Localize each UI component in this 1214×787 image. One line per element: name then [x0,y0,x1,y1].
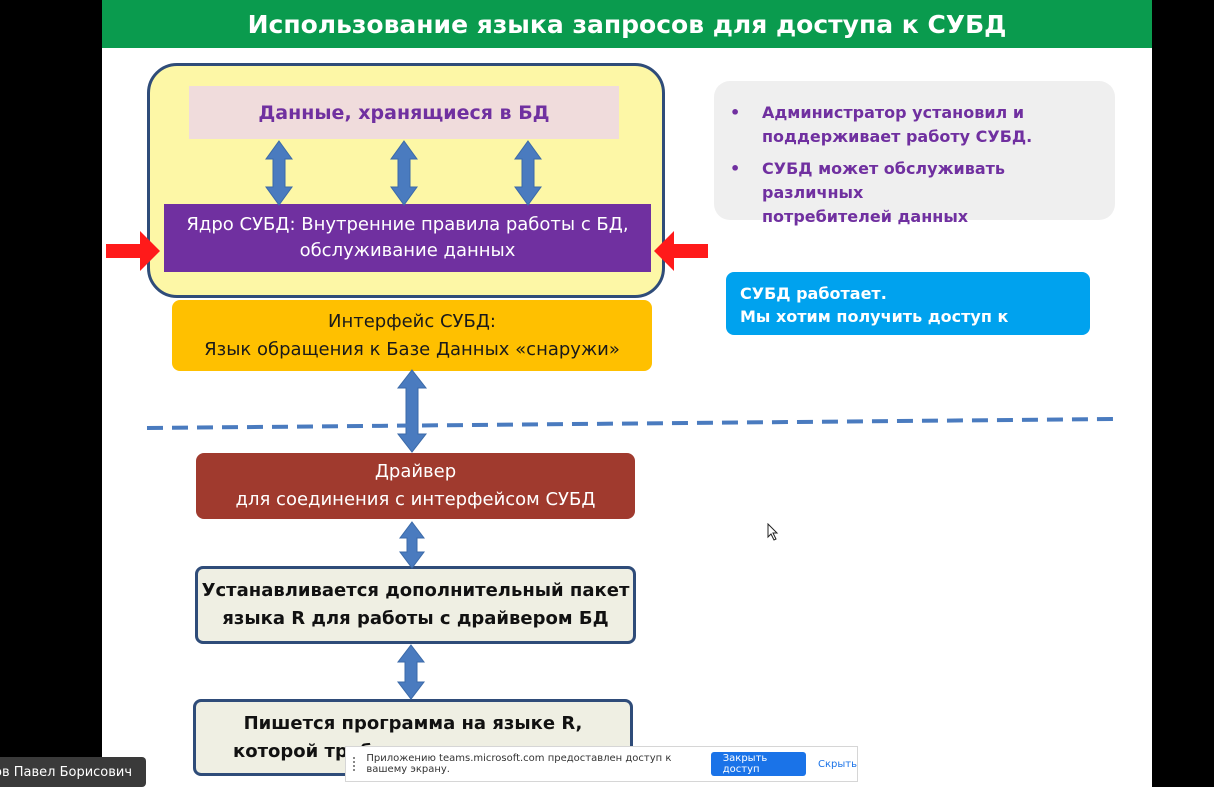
bullet-item: • Администратор установил и поддерживает… [730,101,1099,149]
bullet-1-line-1: Администратор установил и [762,103,1025,122]
bullet-item: • СУБД может обслуживать различных потре… [730,157,1099,229]
kernel-line-1: Ядро СУБД: Внутренние правила работы с Б… [186,214,629,235]
driver-line-1: Драйвер [374,461,457,482]
access-note-line-1: СУБД работает. [740,284,887,303]
package-line-1: Устанавливается дополнительный пакет [201,580,630,601]
r-package-box: Устанавливается дополнительный пакет язы… [195,566,636,644]
driver-box: Драйвер для соединения с интерфейсом СУБ… [196,453,635,519]
share-message: Приложению teams.microsoft.com предостав… [366,753,672,775]
double-arrow-icon [399,521,425,569]
bullet-dot-icon: • [730,159,741,178]
screen-share-bar: Приложению teams.microsoft.com предостав… [345,746,858,782]
admin-info-panel: • Администратор установил и поддерживает… [714,81,1115,226]
presentation-slide: Использование языка запросов для доступа… [102,0,1152,787]
slide-title: Использование языка запросов для доступа… [102,0,1152,48]
program-line-2: которой треб [233,740,373,762]
participant-name-tag: ов Павел Борисович [0,757,146,787]
dbms-interface-box: Интерфейс СУБД: Язык обращения к Базе Да… [172,300,652,371]
double-arrow-icon [514,140,542,206]
package-line-2: языка R для работы с драйвером БД [222,608,609,629]
stored-data-box: Данные, хранящиеся в БД [189,86,619,139]
access-note-box: СУБД работает. Мы хотим получить доступ … [726,272,1090,349]
red-arrow-icon [654,231,708,271]
double-arrow-icon [396,644,426,700]
diagram-arrows [106,140,1118,700]
interface-line-2: Язык обращения к Базе Данных «снаружи» [204,338,620,360]
bullet-2-line-1: СУБД может обслуживать различных [762,159,1006,202]
bullet-dot-icon: • [730,103,741,122]
participant-name: ов Павел Борисович [0,764,133,780]
hide-share-bar-link[interactable]: Скрыть [818,758,857,770]
bullet-1-line-2: поддерживает работу СУБД. [762,127,1033,146]
double-arrow-icon [265,140,293,206]
double-arrow-icon [396,369,428,453]
bullet-text: Администратор установил и поддерживает р… [762,101,1032,149]
drag-handle-icon[interactable] [353,757,358,771]
bullet-2-line-2: потребителей данных [762,207,969,226]
stop-sharing-button[interactable]: Закрыть доступ [710,752,807,776]
dbms-kernel-box: Ядро СУБД: Внутренние правила работы с Б… [164,204,651,272]
program-line-1: Пишется программа на языке R, [243,712,583,734]
double-arrow-icon [390,140,418,206]
mouse-cursor-icon [767,523,779,541]
access-note-line-2: Мы хотим получить доступ к данным [740,307,1009,349]
kernel-line-2: обслуживание данных [299,240,516,261]
driver-line-2: для соединения с интерфейсом СУБД [235,489,596,510]
dashed-separator [146,417,1118,430]
bullet-text: СУБД может обслуживать различных потреби… [762,157,1099,229]
red-arrow-icon [106,231,160,271]
interface-line-1: Интерфейс СУБД: [327,310,496,332]
